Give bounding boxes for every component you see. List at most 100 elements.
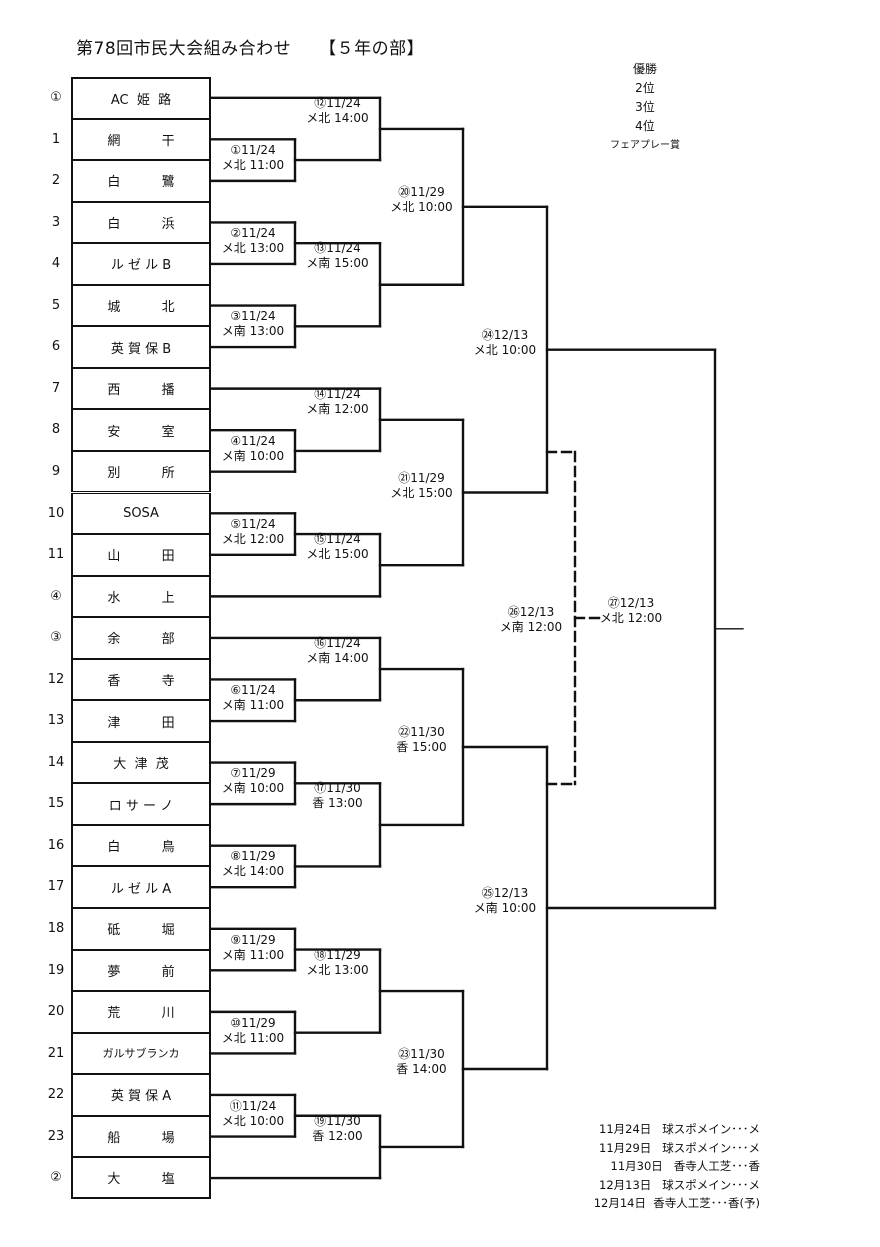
- team-name: 船 場: [107, 1131, 175, 1147]
- seed-number: ①: [50, 90, 62, 105]
- team-cell: 大 塩: [71, 1157, 211, 1199]
- team-cell: SOSA: [71, 492, 211, 535]
- award-fair-play: フェアプレー賞: [610, 140, 680, 151]
- team-cell: 安 室: [71, 409, 211, 451]
- match-venue-time: メ南 11:00: [221, 698, 285, 713]
- venue-legend: 11月24日 球スポメイン･･･メ 11月29日 球スポメイン･･･メ 11月3…: [530, 1120, 760, 1213]
- match-number-date: ⑬11/24: [314, 241, 361, 256]
- team-cell: 余 部: [71, 617, 211, 659]
- match-number-date: ④11/24: [230, 433, 276, 448]
- seed-number: 18: [47, 921, 65, 936]
- match-venue-time: メ南 13:00: [221, 324, 285, 339]
- team-cell: 山 田: [71, 534, 211, 576]
- match-venue-time: メ北 11:00: [221, 158, 285, 173]
- match-venue-time: 香 14:00: [396, 1062, 447, 1076]
- match-number-date: ①11/24: [230, 143, 276, 158]
- match-number-date: ㉕12/13: [481, 886, 529, 900]
- team-cell: 大 津 茂: [71, 741, 211, 784]
- team-cell: 英 賀 保 B: [71, 326, 211, 368]
- match-venue-time: メ南 10:00: [473, 901, 537, 915]
- seed-number: 12: [47, 671, 65, 687]
- match-venue-time: メ北 13:00: [221, 241, 285, 256]
- match-number-date: ⑱11/29: [314, 947, 361, 962]
- team-cell: 船 場: [71, 1115, 211, 1158]
- team-name: 城 北: [107, 300, 175, 316]
- team-cell: 網 干: [71, 118, 211, 161]
- match-number-date: ⑨11/29: [230, 932, 276, 947]
- match-venue-time: メ南 15:00: [306, 256, 369, 271]
- match-venue-time: メ南 11:00: [221, 947, 285, 962]
- venue-legend-item: 11月29日 球スポメイン･･･メ: [599, 1140, 760, 1155]
- team-cell: AC 姫 路: [71, 77, 211, 119]
- match-number-date: ⑫11/24: [314, 95, 361, 110]
- team-cell: 別 所: [71, 450, 211, 493]
- seed-number: 21: [47, 1045, 65, 1061]
- title-text: 第78回市民大会組み合わせ: [76, 39, 292, 59]
- team-name: 砥 堀: [107, 923, 175, 939]
- match-number-date: ㉒11/30: [398, 724, 445, 739]
- team-name: 津 田: [107, 715, 175, 731]
- match-venue-time: メ南 12:00: [499, 620, 563, 634]
- match-number-date: ②11/24: [230, 226, 276, 241]
- match-venue-time: メ北 10:00: [221, 1113, 285, 1128]
- team-name: 白 鳥: [107, 840, 175, 856]
- match-venue-time: メ北 11:00: [221, 1030, 285, 1045]
- match-number-date: ⑩11/29: [230, 1015, 276, 1030]
- team-name: ロ サ ー ノ: [108, 798, 174, 814]
- team-cell: ル ゼ ル B: [71, 243, 211, 285]
- seed-number: 3: [51, 214, 61, 230]
- seed-number: 15: [47, 796, 65, 812]
- match-venue-time: メ北 10:00: [473, 342, 537, 357]
- match-venue-time: 香 13:00: [312, 796, 363, 811]
- venue-legend-item: 12月13日 球スポメイン･･･メ: [599, 1177, 760, 1192]
- seed-number: 8: [51, 422, 61, 438]
- match-number-date: ㉖12/13: [507, 605, 555, 619]
- match-number-date: ③11/24: [230, 309, 276, 324]
- team-cell: ル ゼ ル A: [71, 866, 211, 908]
- team-name: 夢 前: [107, 964, 175, 980]
- team-cell: 砥 堀: [71, 908, 211, 950]
- award-champion: 優勝: [632, 62, 657, 76]
- venue-legend-item: 11月30日 香寺人工芝･･･香: [610, 1159, 760, 1173]
- match-number-date: ⑮11/24: [314, 532, 361, 547]
- seed-number: 11: [47, 547, 65, 563]
- match-venue-time: メ北 12:00: [599, 610, 663, 625]
- match-number-date: ⑦11/29: [230, 766, 276, 781]
- seed-number: 10: [47, 505, 65, 521]
- team-name: ガルサブランカ: [102, 1047, 180, 1061]
- team-name: ル ゼ ル A: [110, 881, 172, 897]
- team-cell: 香 寺: [71, 658, 211, 701]
- division-label: 【５年の部】: [319, 39, 425, 59]
- team-name: 白 鷺: [107, 175, 175, 191]
- seed-number: 9: [51, 463, 61, 479]
- award-second: 2位: [635, 81, 655, 95]
- team-name: 香 寺: [107, 673, 175, 689]
- match-venue-time: メ南 12:00: [306, 401, 369, 416]
- seed-number: 17: [47, 879, 65, 895]
- match-number-date: ㉔12/13: [481, 327, 529, 342]
- seed-number: 5: [51, 297, 61, 313]
- team-name: AC 姫 路: [110, 92, 172, 108]
- team-name: 余 部: [107, 632, 175, 648]
- team-cell: 白 鷺: [71, 160, 211, 202]
- match-number-date: ⑯11/24: [314, 635, 361, 650]
- seed-number: 1: [51, 131, 61, 147]
- team-cell: ロ サ ー ノ: [71, 783, 211, 825]
- award-third: 3位: [635, 100, 655, 114]
- match-number-date: ⑥11/24: [230, 683, 276, 698]
- team-name: 白 浜: [107, 216, 175, 232]
- seed-number: ③: [50, 630, 62, 646]
- team-name: 大 津 茂: [113, 757, 169, 773]
